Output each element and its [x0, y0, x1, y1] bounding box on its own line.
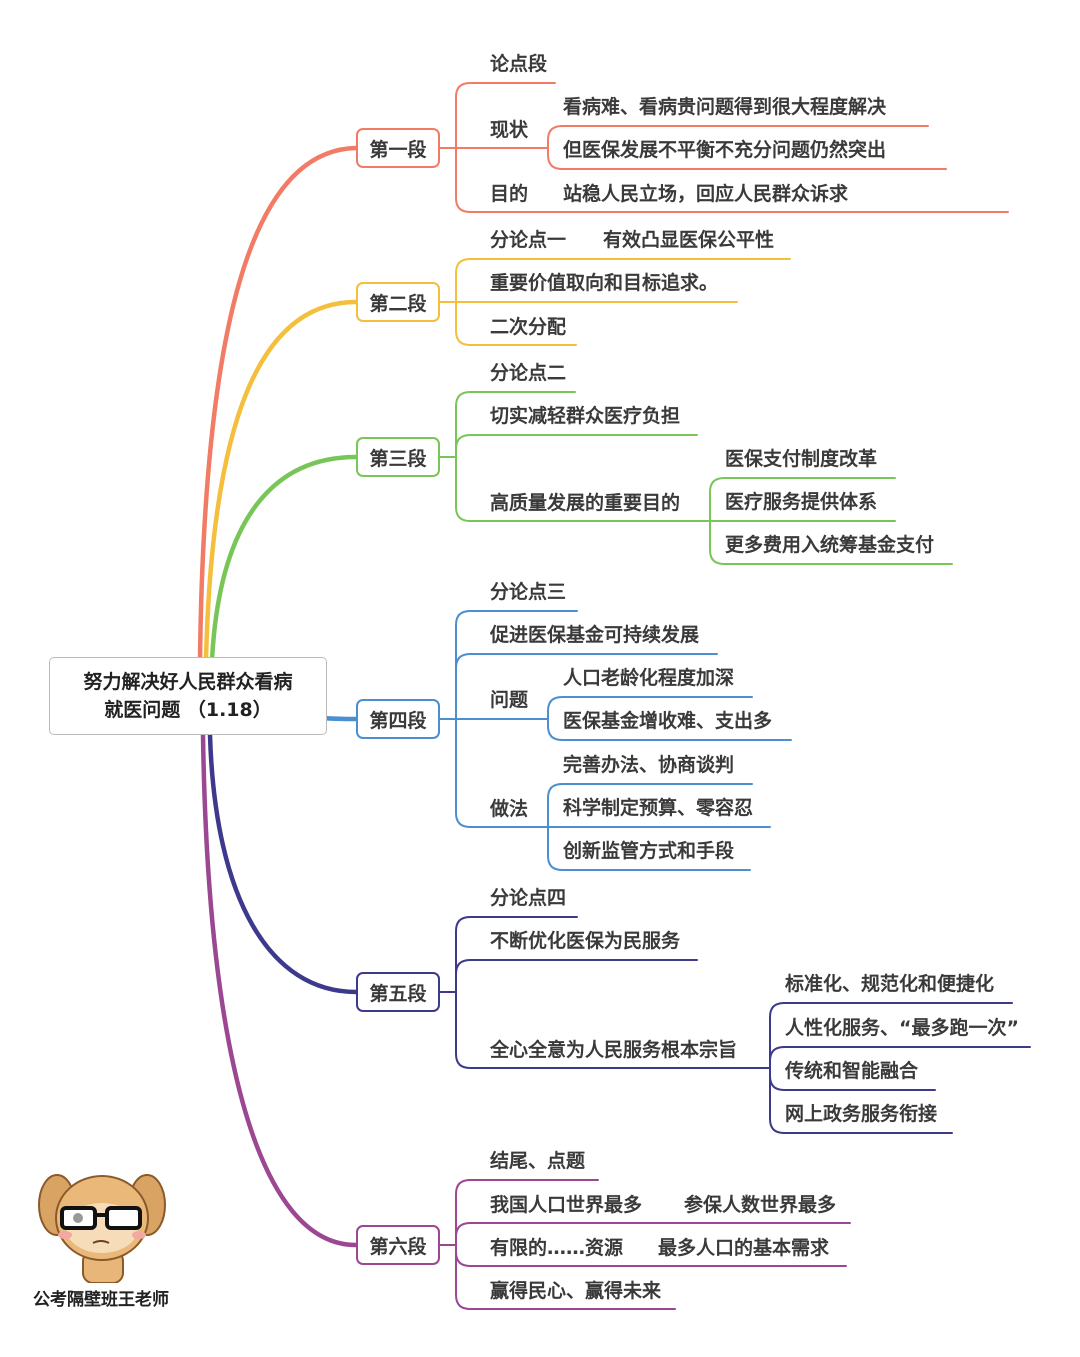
- item-connector: [439, 610, 578, 720]
- subtopic-item[interactable]: 人性化服务、“最多跑一次”: [785, 1017, 1019, 1039]
- subtopic-item[interactable]: 标准化、规范化和便捷化: [785, 973, 995, 995]
- root-node[interactable]: 努力解决好人民群众看病 就医问题 （1.18）: [49, 657, 327, 735]
- item-connector: [439, 718, 549, 828]
- subitem-connector: [769, 1002, 1013, 1069]
- item-connector: [439, 456, 711, 522]
- topic-item[interactable]: 有限的……资源: [490, 1237, 624, 1259]
- subitem-connector: [709, 520, 953, 565]
- subitem-connector: [547, 783, 753, 828]
- topic-item[interactable]: 高质量发展的重要目的: [490, 492, 681, 514]
- topic-item[interactable]: 全心全意为人民服务根本宗旨: [490, 1039, 738, 1061]
- subtopic-item[interactable]: 医疗服务提供体系: [725, 491, 878, 513]
- subitem-connector: [547, 125, 929, 149]
- topic-item[interactable]: 结尾、点题: [490, 1150, 586, 1172]
- subtopic-item[interactable]: 人口老龄化程度加深: [563, 667, 735, 689]
- section-node-5[interactable]: 第五段: [356, 972, 440, 1012]
- section-node-3[interactable]: 第三段: [356, 437, 440, 477]
- subtopic-item[interactable]: 创新监管方式和手段: [563, 840, 735, 862]
- topic-item-detail[interactable]: 最多人口的基本需求: [658, 1237, 830, 1259]
- item-connector: [439, 82, 556, 149]
- item-connector: [439, 916, 578, 993]
- item-connector: [439, 1179, 599, 1246]
- item-connector: [439, 391, 576, 458]
- subitem-connector: [769, 1046, 1031, 1069]
- item-connector: [439, 653, 718, 720]
- subtopic-item[interactable]: 医保支付制度改革: [725, 448, 878, 470]
- topic-item[interactable]: 分论点三: [490, 581, 567, 603]
- item-connector: [439, 959, 698, 993]
- item-connector: [439, 1244, 676, 1310]
- branch-curve: [209, 454, 359, 663]
- subtopic-item[interactable]: 完善办法、协商谈判: [563, 754, 735, 776]
- topic-item[interactable]: 赢得民心、赢得未来: [490, 1280, 662, 1302]
- topic-item-detail[interactable]: 站稳人民立场，回应人民群众诉求: [563, 183, 849, 205]
- item-connector: [439, 147, 1009, 213]
- topic-item[interactable]: 分论点二: [490, 362, 567, 384]
- subtopic-item[interactable]: 更多费用入统筹基金支付: [725, 534, 935, 556]
- subtopic-item[interactable]: 医保基金增收难、支出多: [563, 710, 773, 732]
- subitem-connector: [547, 147, 947, 170]
- subtopic-item[interactable]: 网上政务服务衔接: [785, 1103, 938, 1125]
- topic-item[interactable]: 重要价值取向和目标追求。: [490, 272, 719, 294]
- section-node-4[interactable]: 第四段: [356, 699, 440, 739]
- section-node-2[interactable]: 第二段: [356, 282, 440, 322]
- subtopic-item[interactable]: 传统和智能融合: [785, 1060, 919, 1082]
- branch-curve: [207, 732, 359, 995]
- topic-item[interactable]: 分论点四: [490, 887, 567, 909]
- branch-curve: [200, 732, 359, 1248]
- subitem-connector: [769, 1067, 953, 1134]
- item-connector: [439, 258, 791, 303]
- topic-item-detail[interactable]: 有效凸显医保公平性: [603, 229, 775, 251]
- root-title-line1: 努力解决好人民群众看病: [83, 671, 293, 693]
- topic-item[interactable]: 二次分配: [490, 316, 567, 338]
- topic-item[interactable]: 目的: [490, 183, 529, 205]
- topic-item[interactable]: 做法: [490, 798, 529, 820]
- branch-curve: [197, 145, 359, 663]
- subitem-connector: [547, 718, 792, 741]
- topic-item[interactable]: 我国人口世界最多: [490, 1194, 643, 1216]
- subtopic-item[interactable]: 科学制定预算、零容忍: [563, 797, 754, 819]
- root-title-line2: 就医问题 （1.18）: [104, 699, 272, 721]
- item-connector: [439, 1222, 851, 1246]
- watermark-author: 公考隔壁班王老师: [33, 1290, 169, 1310]
- item-connector: [439, 991, 771, 1069]
- subitem-connector: [547, 826, 751, 871]
- topic-item[interactable]: 现状: [490, 119, 529, 141]
- section-node-1[interactable]: 第一段: [356, 128, 440, 168]
- branch-curve: [203, 299, 359, 663]
- topic-item[interactable]: 切实减轻群众医疗负担: [490, 405, 681, 427]
- item-connector: [439, 301, 577, 346]
- subitem-connector: [547, 696, 753, 720]
- section-node-6[interactable]: 第六段: [356, 1225, 440, 1265]
- subtopic-item[interactable]: 看病难、看病贵问题得到很大程度解决: [563, 96, 887, 118]
- topic-item[interactable]: 促进医保基金可持续发展: [490, 624, 700, 646]
- topic-item[interactable]: 分论点一: [490, 229, 567, 251]
- subitem-connector: [709, 477, 896, 522]
- topic-item[interactable]: 论点段: [490, 53, 548, 75]
- topic-item-detail[interactable]: 参保人数世界最多: [684, 1194, 837, 1216]
- topic-item[interactable]: 问题: [490, 689, 529, 711]
- item-connector: [439, 434, 698, 458]
- subtopic-item[interactable]: 但医保发展不平衡不充分问题仍然突出: [563, 139, 887, 161]
- topic-item[interactable]: 不断优化医保为民服务: [490, 930, 681, 952]
- teacher-mascot-icon: [38, 1174, 166, 1283]
